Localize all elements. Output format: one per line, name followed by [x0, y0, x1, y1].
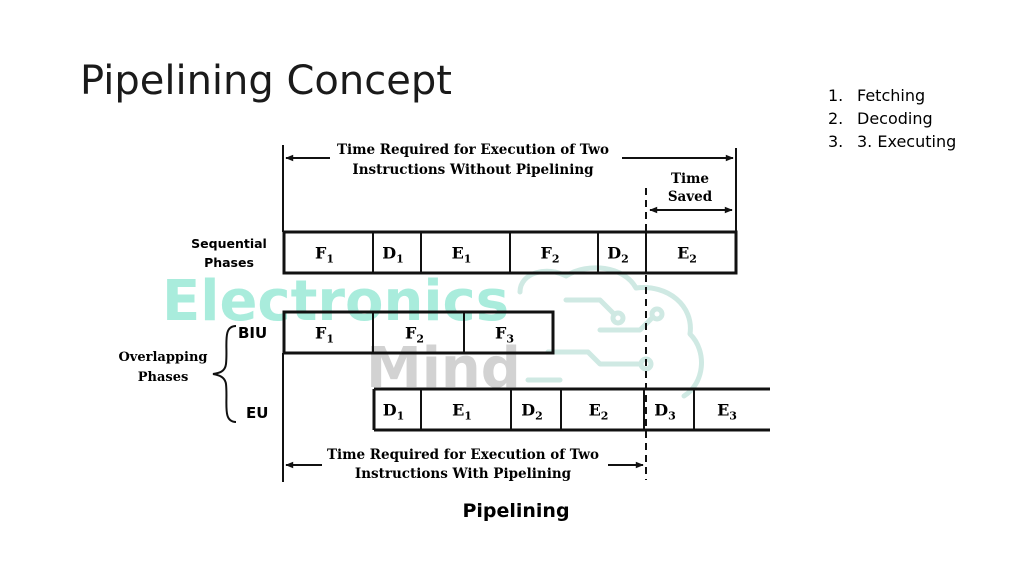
phase-letter: D [521, 401, 535, 420]
list-item: 2. Decoding [828, 109, 956, 132]
phase-label: E2 [677, 244, 697, 266]
bottom-time-label-line2: Instructions With Pipelining [355, 466, 572, 482]
phase-letter: E [452, 244, 464, 263]
phase-letter: D [382, 244, 396, 263]
watermark-text-electronics: Electronics [162, 269, 509, 334]
brain-logo-icon [517, 265, 704, 399]
phase-label: E1 [452, 244, 472, 266]
phase-label: D1 [382, 244, 404, 266]
list-text: 3. Executing [857, 132, 957, 151]
sequential-label-line2: Phases [204, 255, 254, 270]
phase-letter: E [677, 244, 689, 263]
list-number: 1. [828, 86, 844, 105]
overlapping-label-line1: Overlapping [118, 350, 207, 365]
overlapping-brace-icon [212, 325, 237, 423]
phase-label: E1 [452, 401, 472, 423]
list-item: 1. Fetching [828, 86, 956, 109]
time-saved-label-line1: Time [671, 171, 709, 187]
phase-letter: E [452, 401, 464, 420]
phase-label: D2 [521, 401, 543, 423]
phase-letter: D [607, 244, 621, 263]
watermark: Electronics Mind [162, 265, 704, 401]
phase-label: D2 [607, 244, 629, 266]
phase-subscript: 2 [689, 253, 697, 266]
phase-subscript: 1 [326, 333, 334, 346]
phase-subscript: 2 [535, 410, 543, 423]
phase-letter: F [405, 324, 417, 343]
list-item: 3. 3. Executing [828, 132, 956, 155]
phase-label: F2 [540, 244, 559, 266]
slide-title: Pipelining Concept [80, 58, 452, 104]
phase-subscript: 2 [621, 253, 629, 266]
phase-list: 1. Fetching 2. Decoding 3. 3. Executing [828, 86, 956, 155]
phase-subscript: 3 [729, 410, 737, 423]
top-time-label-line1: Time Required for Execution of Two [337, 142, 609, 158]
phase-subscript: 1 [464, 253, 472, 266]
eu-label: EU [246, 404, 268, 422]
watermark-text-mind: Mind [366, 336, 521, 401]
phase-subscript: 3 [506, 333, 514, 346]
diagram-caption: Pipelining [462, 500, 569, 522]
phase-label: F1 [315, 324, 334, 346]
biu-label: BIU [238, 324, 267, 342]
phase-label: E2 [589, 401, 609, 423]
list-number: 3. [828, 132, 844, 151]
phase-letter: F [540, 244, 552, 263]
list-number: 2. [828, 109, 844, 128]
phase-subscript: 1 [396, 253, 404, 266]
list-text: Fetching [857, 86, 926, 105]
phase-letter: E [589, 401, 601, 420]
phase-letter: F [315, 324, 327, 343]
phase-letter: F [315, 244, 327, 263]
phase-subscript: 1 [326, 253, 334, 266]
phase-label: D3 [654, 401, 676, 423]
phase-label: E3 [717, 401, 737, 423]
phase-subscript: 1 [397, 410, 405, 423]
phase-row-frame [282, 310, 555, 355]
phase-label: D1 [383, 401, 405, 423]
phase-subscript: 3 [668, 410, 676, 423]
phase-subscript: 2 [552, 253, 560, 266]
top-time-label-line2: Instructions Without Pipelining [352, 162, 594, 178]
time-arrows [282, 145, 737, 482]
overlapping-label-line2: Phases [138, 370, 189, 385]
time-saved-label-line2: Saved [668, 189, 713, 205]
phase-letter: F [495, 324, 507, 343]
phase-letter: D [654, 401, 668, 420]
sequential-label-line1: Sequential [191, 236, 267, 251]
phase-subscript: 2 [601, 410, 609, 423]
phase-label: F1 [315, 244, 334, 266]
phase-subscript: 1 [464, 410, 472, 423]
phase-label: F3 [495, 324, 514, 346]
list-text: Decoding [857, 109, 933, 128]
phase-letter: E [717, 401, 729, 420]
phase-subscript: 2 [416, 333, 424, 346]
phase-label: F2 [405, 324, 424, 346]
bottom-time-label-line1: Time Required for Execution of Two [327, 447, 599, 463]
phase-letter: D [383, 401, 397, 420]
